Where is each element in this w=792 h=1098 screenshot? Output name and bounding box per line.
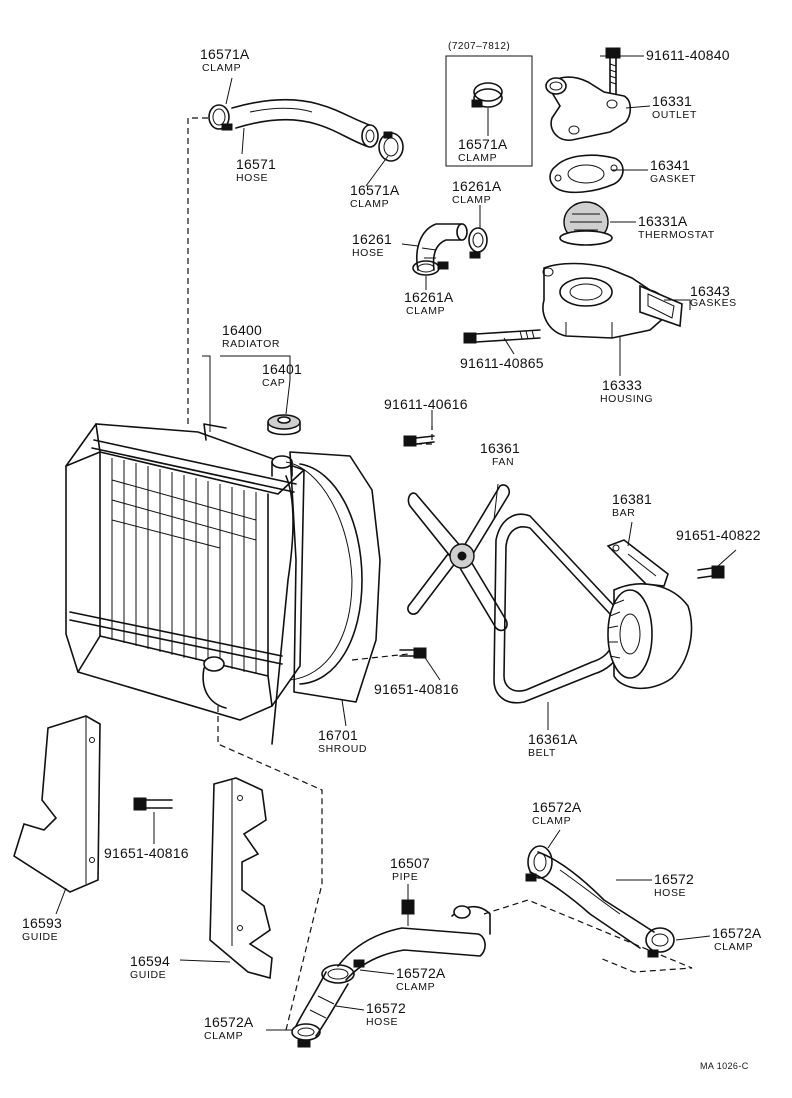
part-name-16400: RADIATOR: [222, 338, 281, 350]
part-name-16701: SHROUD: [318, 743, 368, 755]
bolt-91651-40822: [697, 565, 725, 579]
adjusting-bar-16381: [606, 539, 669, 587]
part-number-91651-40816-mid: 91651-40816: [374, 681, 459, 697]
variant-date-range: (7207–7812): [448, 41, 511, 52]
part-number-16572-right: 16572: [654, 871, 694, 887]
part-name-16572a-left: CLAMP: [204, 1030, 244, 1042]
hose-clamp-16261a-bottom: [412, 260, 449, 276]
figure-code: MA 1026-C: [700, 1061, 749, 1071]
part-name-16572a-right: CLAMP: [714, 941, 754, 953]
water-outlet-16331: [545, 76, 632, 141]
part-number-16572a-mid: 16572A: [396, 965, 446, 981]
hose-clamp-16572a-right: [645, 927, 675, 958]
part-number-16572a-right: 16572A: [712, 925, 762, 941]
part-number-16594: 16594: [130, 953, 170, 969]
variant-box: [445, 55, 533, 167]
part-number-16572-mid: 16572: [366, 1000, 406, 1016]
part-number-16343: 16343: [690, 283, 730, 299]
leader-lines: [55, 55, 737, 1031]
part-name-16572a-top: CLAMP: [532, 815, 572, 827]
part-name-16571a-top: CLAMP: [202, 62, 242, 74]
part-name-16261a-top: CLAMP: [452, 194, 492, 206]
part-number-16361a: 16361A: [528, 731, 578, 747]
hose-clamp-16572a-top: [525, 845, 553, 882]
part-name-16261: HOSE: [352, 247, 385, 259]
part-name-16341: GASKET: [650, 173, 697, 185]
part-number-16571a-boxed: 16571A: [458, 136, 508, 152]
hose-clamp-16261a-top: [468, 227, 488, 259]
part-number-16507: 16507: [390, 855, 430, 871]
part-name-16572-mid: HOSE: [366, 1016, 399, 1028]
part-name-16261a-bottom: CLAMP: [406, 305, 446, 317]
part-number-16261: 16261: [352, 231, 392, 247]
part-name-16572-right: HOSE: [654, 887, 687, 899]
air-guide-16594: [209, 777, 273, 980]
upper-hose-16571: [231, 98, 379, 148]
thermostat-16331a: [559, 201, 613, 246]
gasket-16343: [639, 284, 683, 328]
part-number-16361: 16361: [480, 440, 520, 456]
part-name-16571a-right: CLAMP: [350, 198, 390, 210]
part-number-16331: 16331: [652, 93, 692, 109]
part-name-16593: GUIDE: [22, 931, 59, 943]
part-number-16571a-right: 16571A: [350, 182, 400, 198]
part-number-16572a-left: 16572A: [204, 1014, 254, 1030]
hose-clamp-16572a-left: [291, 1023, 321, 1048]
part-number-16331a: 16331A: [638, 213, 688, 229]
part-name-16361a: BELT: [528, 747, 556, 759]
part-number-16571a-top: 16571A: [200, 46, 250, 62]
shroud-16701: [285, 451, 381, 703]
gasket-16341: [549, 154, 624, 194]
part-number-16701: 16701: [318, 727, 358, 743]
bolt-91611-40840: [605, 47, 621, 97]
hose-16572-mid: [295, 971, 349, 1037]
hose-clamp-16571a-right: [378, 131, 404, 162]
housing-16333: [542, 262, 668, 339]
part-name-16381: BAR: [612, 507, 636, 519]
part-number-16401: 16401: [262, 361, 302, 377]
v-belt-16361a: [493, 513, 625, 704]
part-name-16572a-mid: CLAMP: [396, 981, 436, 993]
part-name-16571: HOSE: [236, 172, 269, 184]
part-number-16571: 16571: [236, 156, 276, 172]
part-number-16593: 16593: [22, 915, 62, 931]
part-name-16571a-boxed: CLAMP: [458, 152, 498, 164]
part-number-16381: 16381: [612, 491, 652, 507]
hose-16572-right: [529, 851, 655, 949]
radiator-16400: [65, 423, 305, 745]
part-number-91611-40616: 91611-40616: [384, 396, 468, 412]
part-name-16331a: THERMOSTAT: [638, 229, 715, 241]
part-number-16572a-top: 16572A: [532, 799, 582, 815]
bolt-91611-40865: [463, 329, 541, 344]
assembly-dashed-lines: [187, 117, 693, 1031]
part-name-16331: OUTLET: [652, 109, 698, 121]
part-number-91651-40816-left: 91651-40816: [104, 845, 189, 861]
radiator-cap-16401: [267, 414, 301, 436]
part-number-91611-40840: 91611-40840: [646, 47, 730, 63]
part-number-16400: 16400: [222, 322, 262, 338]
bolt-91651-40816-mid: [399, 647, 427, 659]
part-number-91611-40865: 91611-40865: [460, 355, 544, 371]
hose-clamp-16572a-mid: [321, 959, 365, 984]
part-number-16261a-bottom: 16261A: [404, 289, 454, 305]
part-number-91651-40822: 91651-40822: [676, 527, 761, 543]
hose-clamp-16571a-boxed: [471, 82, 503, 136]
part-number-16341: 16341: [650, 157, 690, 173]
part-name-16507: PIPE: [392, 871, 419, 883]
water-pipe-16507: [337, 899, 491, 981]
alternator: [607, 583, 693, 690]
bolt-91651-40816-left: [133, 797, 173, 811]
hose-clamp-16571a-top: [208, 104, 233, 131]
part-number-16333: 16333: [602, 377, 642, 393]
part-name-16401: CAP: [262, 377, 286, 389]
part-number-16261a-top: 16261A: [452, 178, 502, 194]
part-name-16361: FAN: [492, 456, 515, 468]
part-name-16333: HOUSING: [600, 393, 654, 405]
part-name-16343: GASKES: [690, 297, 737, 309]
air-guide-16593: [13, 715, 101, 893]
cooling-fan-16361: [407, 484, 511, 632]
part-name-16594: GUIDE: [130, 969, 167, 981]
